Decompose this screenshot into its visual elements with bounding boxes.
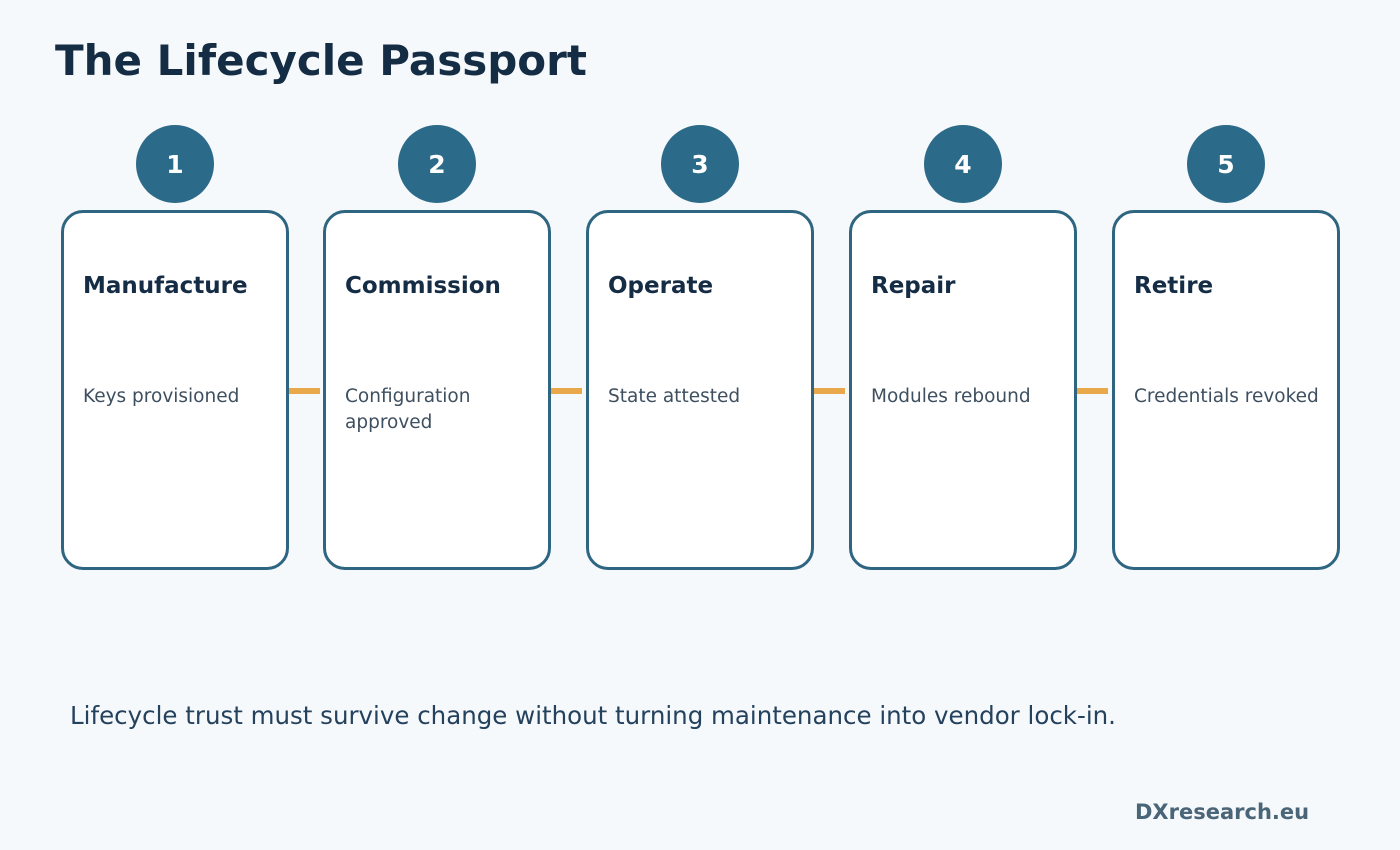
step-connector [551, 388, 582, 394]
step-description: Credentials revoked [1134, 386, 1319, 407]
step-repair: 4 Repair Modules rebound [849, 125, 1077, 571]
step-description: Modules rebound [871, 386, 1031, 407]
step-description: Keys provisioned [83, 386, 240, 407]
step-card: Retire Credentials revoked [1112, 210, 1340, 570]
brand-label: DXresearch.eu [1135, 800, 1310, 824]
step-number-badge: 2 [398, 125, 476, 203]
step-title: Commission [345, 273, 501, 299]
step-title: Retire [1134, 273, 1214, 299]
step-connector [814, 388, 845, 394]
step-operate: 3 Operate State attested [586, 125, 814, 571]
step-connector [1077, 388, 1108, 394]
step-commission: 2 Commission Configuration approved [323, 125, 551, 571]
step-card: Repair Modules rebound [849, 210, 1077, 570]
step-card: Operate State attested [586, 210, 814, 570]
step-connector [289, 388, 320, 394]
step-description: State attested [608, 386, 741, 407]
step-description: Configuration approved [345, 386, 471, 433]
step-title: Repair [871, 273, 956, 299]
step-number-badge: 5 [1187, 125, 1265, 203]
footnote: Lifecycle trust must survive change with… [70, 701, 1116, 730]
lifecycle-steps: 1 Manufacture Keys provisioned 2 Commiss… [61, 125, 1340, 571]
page-title: The Lifecycle Passport [55, 36, 587, 85]
step-title: Manufacture [83, 273, 248, 299]
step-number-badge: 1 [136, 125, 214, 203]
step-number-badge: 3 [661, 125, 739, 203]
step-retire: 5 Retire Credentials revoked [1112, 125, 1340, 571]
step-card: Commission Configuration approved [323, 210, 551, 570]
step-title: Operate [608, 273, 714, 299]
step-number-badge: 4 [924, 125, 1002, 203]
step-card: Manufacture Keys provisioned [61, 210, 289, 570]
step-manufacture: 1 Manufacture Keys provisioned [61, 125, 289, 571]
